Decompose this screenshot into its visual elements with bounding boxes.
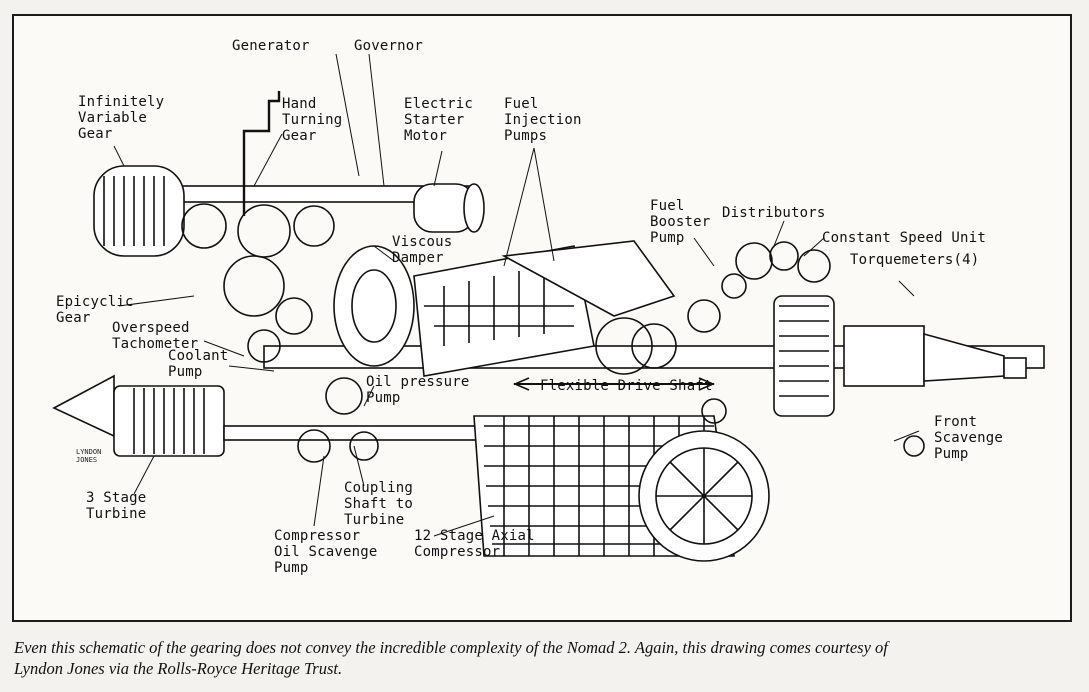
leader-lines	[113, 53, 920, 537]
engine-gearing-drawing	[52, 53, 1045, 562]
label-infinitely-variable-gear: Infinitely Variable Gear	[78, 94, 165, 142]
caption-line-1: Even this schematic of the gearing does …	[14, 638, 888, 657]
label-hand-turning-gear: Hand Turning Gear	[282, 96, 343, 144]
label-fuel-booster-pump: Fuel Booster Pump	[650, 198, 711, 246]
artist-signature: LYNDON JONES	[76, 448, 102, 464]
label-compressor-oil-scavenge-pump: Compressor Oil Scavenge Pump	[274, 528, 378, 576]
turbine-drum	[113, 385, 225, 457]
label-governor: Governor	[354, 38, 424, 54]
label-constant-speed-unit: Constant Speed Unit	[822, 230, 986, 246]
hand-crank	[242, 91, 281, 216]
label-front-scavenge-pump: Front Scavenge Pump	[934, 414, 1004, 462]
figure-caption: Even this schematic of the gearing does …	[14, 637, 1074, 679]
label-electric-starter-motor: Electric Starter Motor	[404, 96, 474, 144]
label-distributors: Distributors	[722, 205, 826, 221]
label-overspeed-tachometer: Overspeed Tachometer	[112, 320, 199, 352]
label-coolant-pump: Coolant Pump	[168, 348, 229, 380]
label-three-stage-turbine: 3 Stage Turbine	[86, 490, 147, 522]
variable-gear-body	[93, 165, 185, 257]
front-gear-stack	[773, 295, 1027, 417]
label-coupling-shaft: Coupling Shaft to Turbine	[344, 480, 414, 528]
gear-train	[181, 203, 925, 463]
coupling-shaft	[223, 425, 485, 441]
caption-line-2: Lyndon Jones via the Rolls-Royce Heritag…	[14, 659, 343, 678]
figure-frame: Generator Governor Hand Turning Gear Inf…	[12, 14, 1072, 622]
turbine-nose	[52, 374, 115, 438]
csu-gears	[721, 241, 831, 299]
label-fuel-injection-pumps: Fuel Injection Pumps	[504, 96, 582, 144]
label-generator: Generator	[232, 38, 310, 54]
label-axial-compressor: 12 Stage Axial Compressor	[414, 528, 535, 560]
label-viscous-damper: Viscous Damper	[392, 234, 453, 266]
label-torquemeters: Torquemeters(4)	[850, 252, 980, 268]
label-epicyclic-gear: Epicyclic Gear	[56, 294, 134, 326]
label-oil-pressure-pump: Oil pressure Pump	[366, 374, 470, 406]
label-flexible-drive-shaft: Flexible Drive Shaft	[540, 378, 713, 394]
